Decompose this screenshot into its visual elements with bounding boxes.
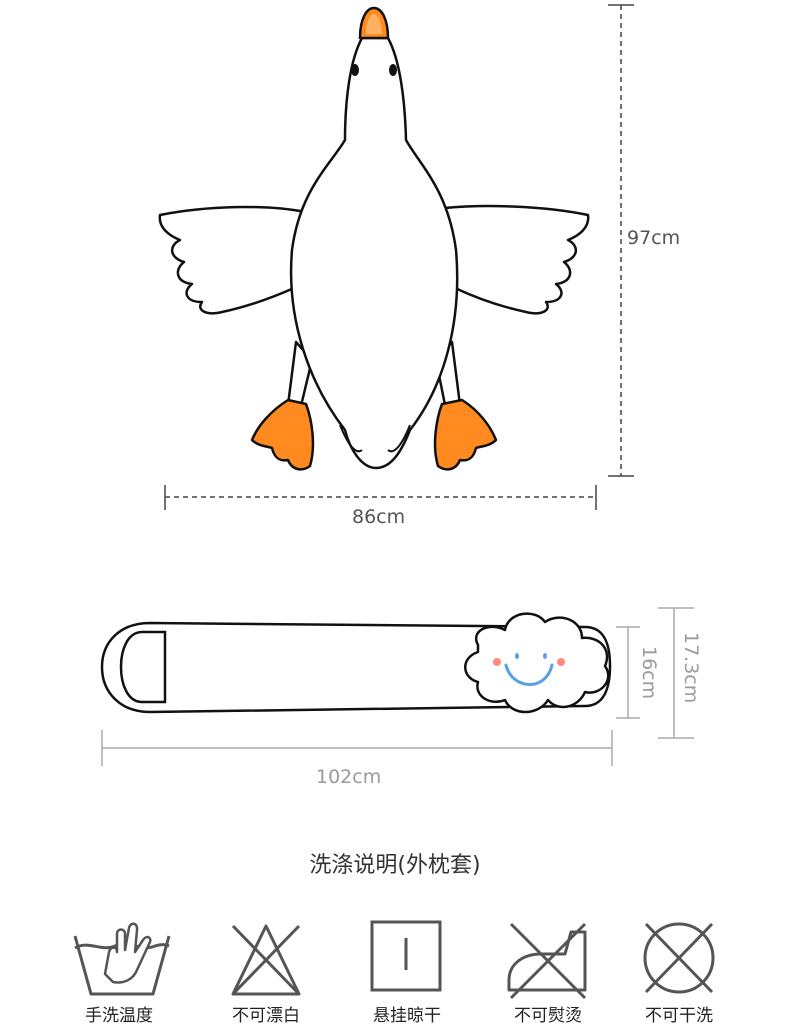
height-dimension-line	[608, 4, 634, 477]
no-iron-label: 不可熨烫	[514, 1006, 582, 1026]
inner-height-dimension-line	[616, 626, 640, 719]
no-dry-clean-label: 不可干洗	[645, 1006, 713, 1026]
no-bleach-label: 不可漂白	[232, 1006, 300, 1026]
goose-body	[289, 36, 459, 470]
hang-dry-icon	[370, 920, 442, 992]
cloud-left-blush	[493, 658, 501, 666]
outer-height-label: 17.3cm	[680, 632, 702, 704]
goose-left-wing	[158, 205, 307, 315]
cloud-right-blush	[557, 658, 565, 666]
inner-height-label: 16cm	[638, 646, 660, 700]
goose-illustration	[158, 4, 634, 510]
cloud-right-eye	[543, 653, 547, 659]
outer-height-dimension-line	[658, 607, 694, 739]
hand-wash-label: 手洗温度	[85, 1006, 153, 1026]
length-dimension-line	[101, 730, 613, 766]
hang-dry-label: 悬挂晾干	[373, 1006, 441, 1026]
cloud-left-eye	[515, 653, 519, 659]
length-label: 102cm	[316, 766, 382, 788]
pillow-illustration	[100, 607, 694, 766]
goose-right-wing	[443, 204, 590, 315]
no-iron-icon	[507, 922, 587, 1000]
goose-right-eye	[389, 64, 397, 76]
no-dry-clean-icon	[643, 922, 715, 994]
hand-wash-icon	[73, 922, 171, 996]
goose-left-foot	[250, 398, 315, 471]
goose-left-eye	[351, 64, 359, 76]
goose-right-foot	[433, 398, 498, 471]
no-bleach-icon	[231, 924, 301, 996]
care-title: 洗涤说明(外枕套)	[309, 853, 481, 878]
cloud-smile	[504, 663, 554, 686]
height-label: 97cm	[627, 227, 681, 249]
width-dimension-line	[164, 485, 597, 510]
pillow-pocket	[119, 630, 167, 704]
cloud-patch	[464, 612, 610, 714]
width-label: 86cm	[352, 506, 406, 528]
